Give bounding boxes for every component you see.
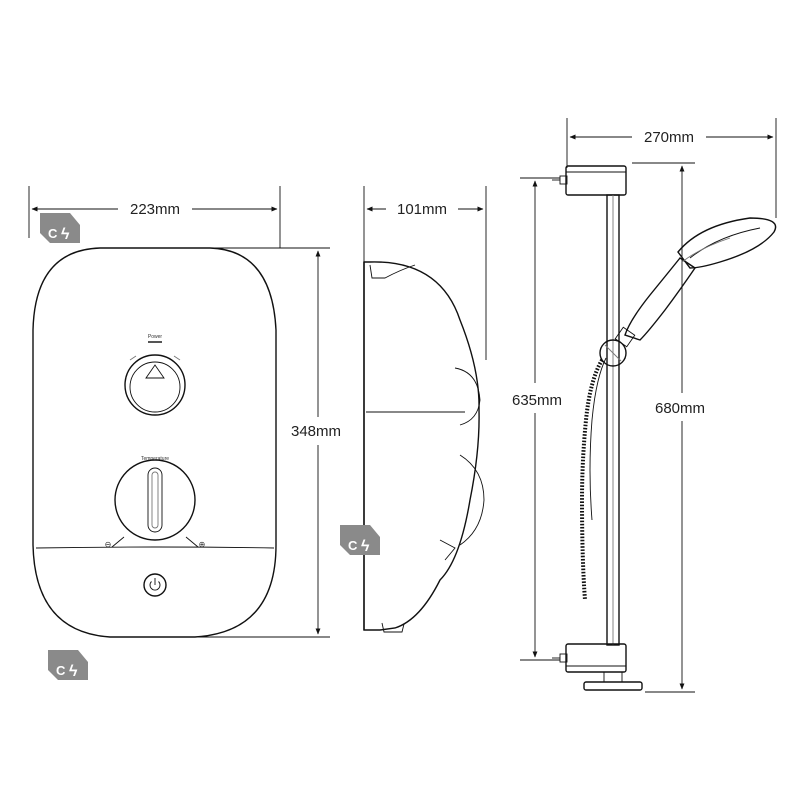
power-knob[interactable] <box>124 354 186 416</box>
badge-shape <box>40 213 80 243</box>
badge-symbol: ϟ <box>61 226 70 243</box>
handset-head <box>677 217 777 269</box>
shower-hose-inner <box>589 357 607 521</box>
power-knob-pointer <box>145 364 165 379</box>
power-label: Power <box>148 334 163 340</box>
shower-hose <box>579 358 604 601</box>
soap-dish-stem <box>603 671 623 683</box>
badge-letter: C <box>48 226 58 241</box>
power-knob-outer-ring <box>124 354 186 416</box>
bottom-bracket-body <box>565 643 627 673</box>
ce-badge-bottom: C ϟ <box>48 650 88 680</box>
power-indicator-light <box>148 341 162 343</box>
rail-top-bracket <box>552 165 627 196</box>
slider-holder[interactable] <box>599 339 627 367</box>
badge-symbol: ϟ <box>361 538 370 555</box>
badge-symbol: ϟ <box>69 663 78 680</box>
ce-badge-top: C ϟ <box>40 213 80 243</box>
side-bottom-outlet <box>381 622 405 633</box>
power-button-ring <box>143 573 167 597</box>
front-view: 223mm 348mm Power Temperature ⊖ <box>28 186 341 638</box>
power-knob-inner-ring <box>129 361 181 413</box>
lower-panel-line <box>35 546 275 549</box>
front-width-label: 223mm <box>130 201 180 218</box>
soap-dish <box>583 681 643 691</box>
handset-face-line <box>689 227 761 259</box>
temp-guard-right <box>185 536 199 548</box>
badge-letter: C <box>348 538 358 553</box>
plus-symbol: ⊕ <box>199 540 206 549</box>
temp-guard-left <box>111 536 125 548</box>
shower-handset[interactable] <box>614 217 777 348</box>
rail-total-height-label: 680mm <box>655 400 705 417</box>
badge-shape <box>48 650 88 680</box>
side-top-cap <box>369 264 416 279</box>
side-power-knob-profile <box>454 367 481 426</box>
handset-face-detail <box>681 237 731 263</box>
side-unit-body <box>363 261 480 631</box>
minus-symbol: ⊖ <box>105 540 112 549</box>
top-bracket-body <box>565 165 627 196</box>
temperature-knob-grip <box>147 467 163 533</box>
side-depth-label: 101mm <box>397 201 447 218</box>
power-button-icon-arc <box>149 581 161 591</box>
front-height-label: 348mm <box>291 423 341 440</box>
temperature-knob-grip-inner <box>151 471 159 529</box>
rail-view: 270mm 635mm 680mm <box>512 118 777 693</box>
ce-badge-middle: C ϟ <box>340 525 380 555</box>
side-temp-knob-profile <box>459 454 485 546</box>
rail-inner-height-label: 635mm <box>512 392 562 409</box>
slider-knob <box>599 339 627 367</box>
slider-knob-detail <box>604 344 622 362</box>
handset-handle <box>624 257 696 341</box>
shower-unit-body <box>32 247 277 638</box>
rail-bottom-bracket <box>552 643 643 691</box>
power-button[interactable] <box>143 573 167 597</box>
rail-width-label: 270mm <box>644 129 694 146</box>
badge-letter: C <box>56 663 66 678</box>
handset-holder-clip <box>614 326 636 348</box>
side-view: 101mm <box>363 186 487 633</box>
temperature-knob-outer <box>114 459 196 541</box>
power-arc-mark-right <box>173 355 181 361</box>
badge-shape <box>340 525 380 555</box>
side-guard-profile <box>439 539 456 561</box>
temperature-label: Temperature <box>141 456 169 462</box>
power-arc-mark-left <box>129 355 137 361</box>
temperature-knob[interactable] <box>114 459 196 541</box>
